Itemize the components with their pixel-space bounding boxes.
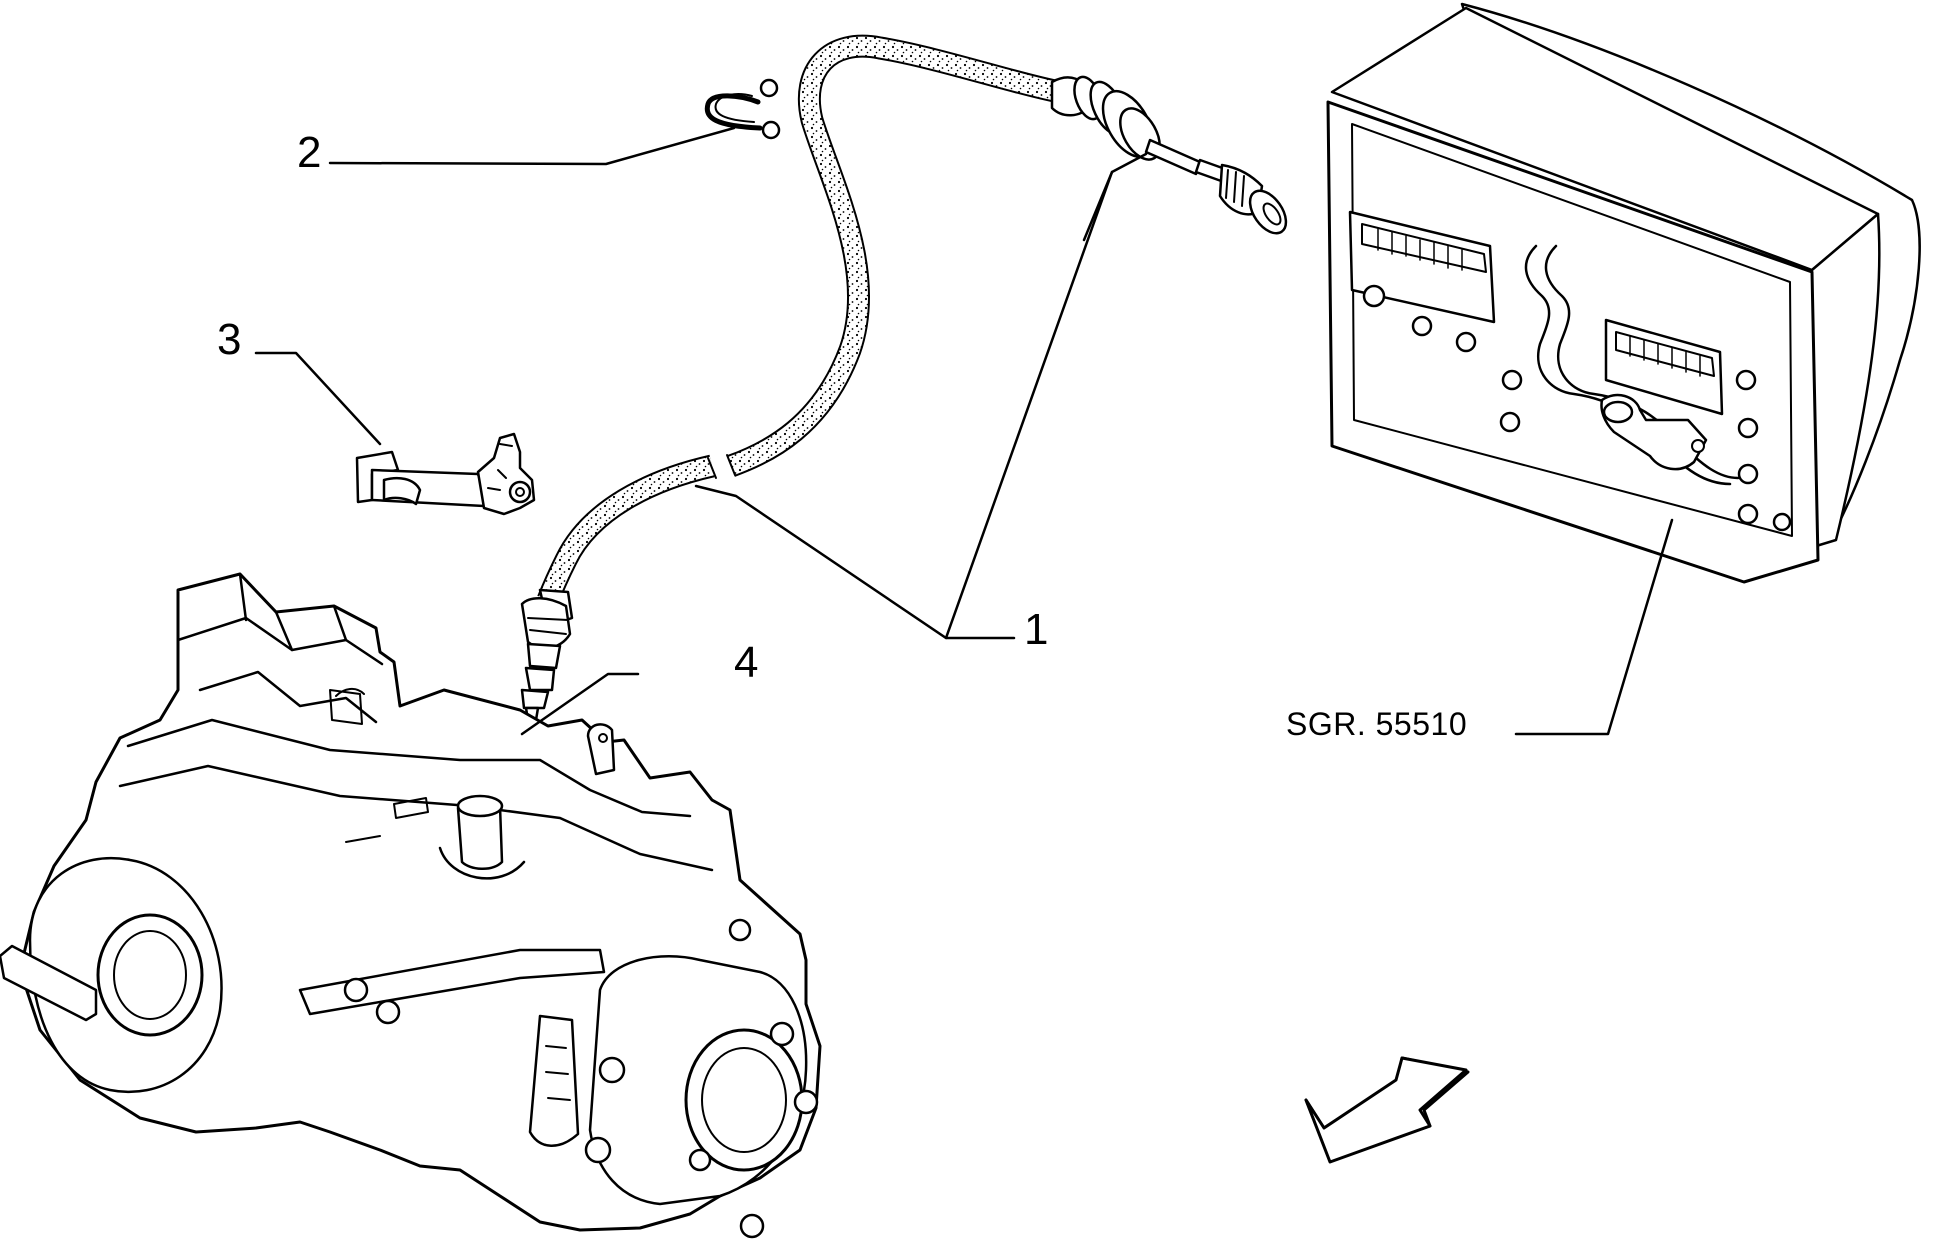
- callout-4: 4: [734, 638, 759, 687]
- instrument-cluster: [1326, 2, 1921, 584]
- u-clip-part: [704, 78, 781, 140]
- direction-arrow-icon: [1304, 1056, 1470, 1164]
- leader-lines: [254, 126, 1674, 736]
- gearbox-housing: [0, 572, 822, 1239]
- callout-ref-group: SGR. 55510: [1286, 706, 1468, 742]
- cable-gearbox-end: [520, 588, 574, 722]
- callout-1: 1: [1024, 605, 1049, 654]
- callout-2: 2: [297, 128, 322, 177]
- callout-3: 3: [217, 315, 242, 364]
- speedometer-cable: [537, 34, 1063, 605]
- cable-bracket-part: [355, 432, 536, 516]
- cable-instrument-end: [1050, 75, 1288, 235]
